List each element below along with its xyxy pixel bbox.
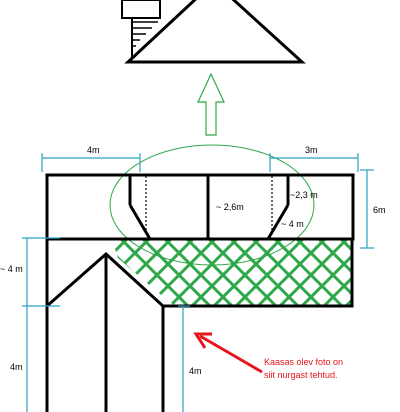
- arrow-up-icon: [197, 72, 225, 136]
- label-middle-width: ~ 2,6m: [216, 202, 244, 212]
- label-left-height-bottom: 4m: [10, 362, 23, 372]
- hatch-line: [376, 230, 400, 320]
- hatch-line: [354, 230, 400, 320]
- label-right-inner-width: ~ 4 m: [281, 219, 304, 229]
- hatch-line: [308, 240, 352, 306]
- label-right-height: 6m: [373, 205, 386, 215]
- hatch-line: [354, 230, 400, 320]
- label-left-height-top: ~ 4 m: [0, 264, 23, 274]
- label-top-right-width: 3m: [305, 145, 318, 155]
- hatch-line: [330, 240, 352, 306]
- label-right-depth: ~2,3 m: [290, 190, 318, 200]
- label-top-left-width: 4m: [87, 145, 100, 155]
- hatch-line: [112, 240, 138, 306]
- label-center-height-bottom: 4m: [189, 366, 202, 376]
- annotation-arrow: [193, 332, 263, 374]
- note-line-1: Kaasas olev foto on: [264, 357, 343, 367]
- note-line-2: siit nurgast tehtud.: [264, 370, 338, 380]
- house-elevation-icon: [121, 0, 306, 64]
- hatch-line: [376, 230, 400, 320]
- building-outline: [45, 173, 355, 412]
- dimension-lines: [22, 153, 374, 412]
- dotted-guides: [145, 176, 273, 230]
